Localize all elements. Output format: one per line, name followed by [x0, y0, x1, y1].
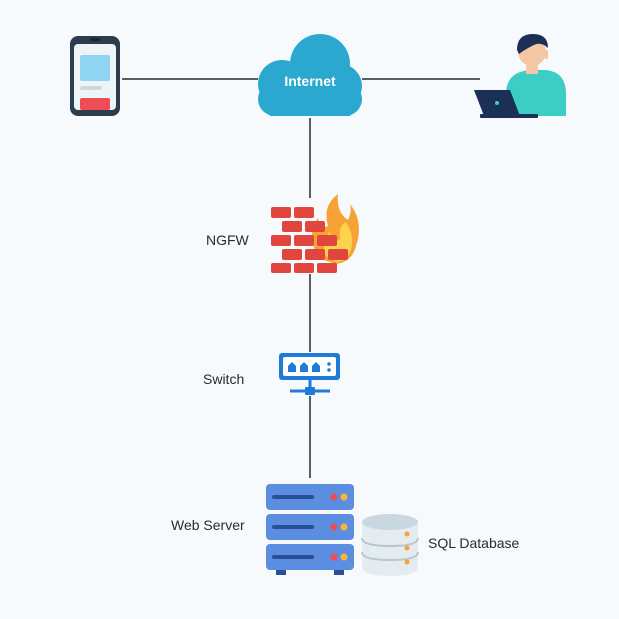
database-icon: [361, 514, 419, 576]
smartphone-icon: [70, 36, 120, 116]
switch-label: Switch: [203, 371, 244, 387]
server-rack-icon: [266, 484, 354, 575]
connection-lines: [122, 78, 480, 478]
user-with-laptop-icon: [474, 34, 566, 118]
internet-label: Internet: [284, 73, 336, 89]
sql-database-label: SQL Database: [428, 535, 520, 551]
network-switch-icon: [279, 353, 340, 395]
cloud-icon: [258, 34, 362, 116]
ngfw-label: NGFW: [206, 232, 250, 248]
firewall-icon: [271, 194, 359, 273]
web-server-label: Web Server: [171, 517, 245, 533]
